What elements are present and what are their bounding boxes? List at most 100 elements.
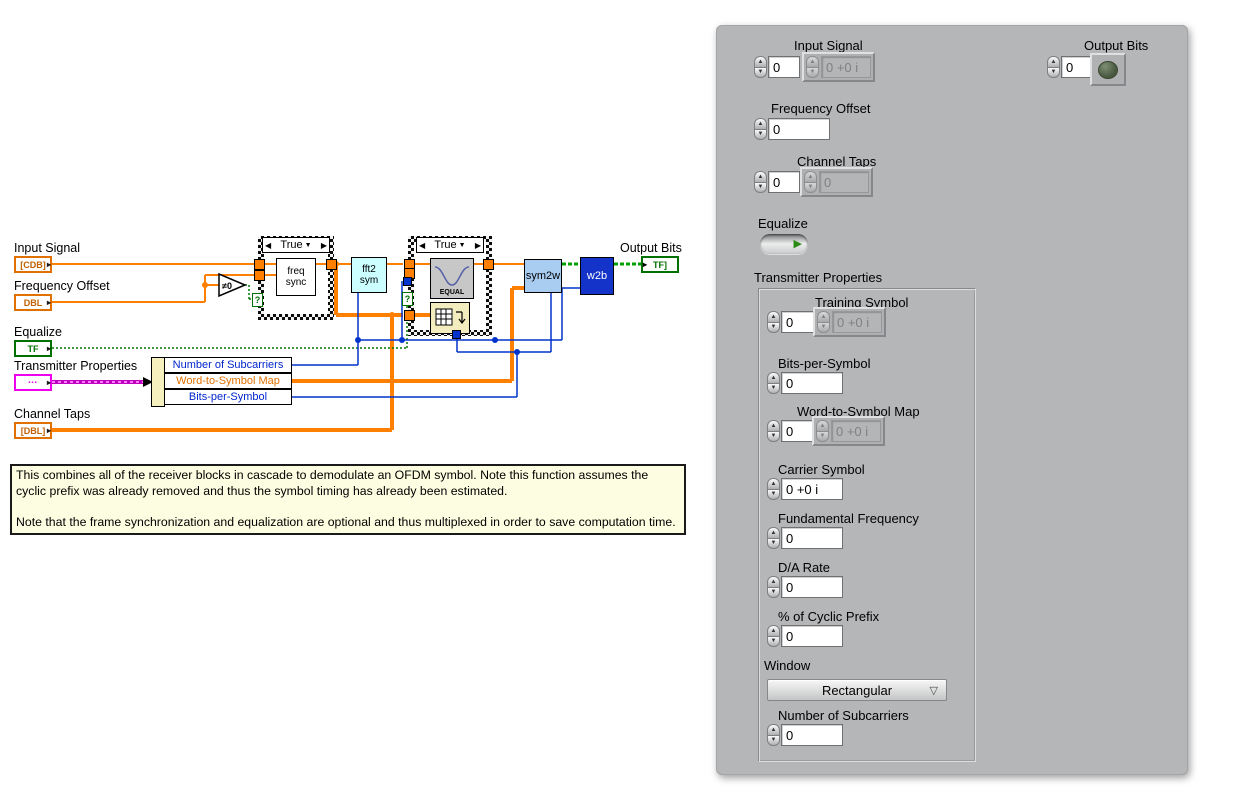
case-equalize-selector[interactable]: ◀ True ▼ ▶: [416, 237, 484, 253]
tunnel-case2-bottom: [452, 330, 461, 339]
training-symbol-index-control[interactable]: ▲▼ 0: [767, 311, 817, 333]
channel-taps-terminal[interactable]: [DBL] ▸: [14, 422, 52, 439]
freq-sync-block[interactable]: freq sync: [276, 258, 316, 296]
increment-icon[interactable]: ▲: [767, 724, 780, 736]
decrement-icon[interactable]: ▼: [754, 67, 767, 78]
bits-per-symbol-control[interactable]: ▲▼ 0: [767, 372, 843, 394]
fundamental-frequency-value[interactable]: 0: [781, 527, 843, 549]
fft2-sym-block[interactable]: fft2 sym: [351, 257, 387, 293]
numeric-spinner[interactable]: ▲▼: [767, 372, 780, 394]
word-to-symbol-map-index-value[interactable]: 0: [781, 420, 813, 442]
orange-scalar-wires: [52, 263, 524, 303]
frequency-offset-control[interactable]: ▲▼ 0: [754, 118, 830, 140]
unbundle-node[interactable]: [151, 357, 165, 407]
frequency-offset-terminal[interactable]: DBL ▸: [14, 294, 52, 311]
carrier-symbol-control[interactable]: ▲▼ 0 +0 i: [767, 478, 843, 500]
increment-icon[interactable]: ▲: [767, 311, 780, 323]
numeric-spinner[interactable]: ▲▼: [754, 118, 767, 140]
carrier-symbol-value[interactable]: 0 +0 i: [781, 478, 843, 500]
cyclic-prefix-value[interactable]: 0: [781, 625, 843, 647]
numeric-spinner[interactable]: ▲▼: [767, 724, 780, 746]
decrement-icon[interactable]: ▼: [767, 735, 780, 746]
decrement-icon[interactable]: ▼: [767, 538, 780, 549]
decrement-icon[interactable]: ▼: [754, 182, 767, 193]
fundamental-frequency-control[interactable]: ▲▼ 0: [767, 527, 843, 549]
case-next-icon[interactable]: ▶: [320, 240, 327, 250]
numeric-spinner[interactable]: ▲▼: [754, 171, 767, 193]
unbundle-field-number-of-subcarriers[interactable]: Number of Subcarriers: [164, 357, 292, 373]
input-signal-terminal[interactable]: [CDB] ▸: [14, 256, 52, 273]
decrement-icon[interactable]: ▼: [767, 489, 780, 500]
decrement-icon[interactable]: ▼: [767, 636, 780, 647]
number-of-subcarriers-value[interactable]: 0: [781, 724, 843, 746]
w2b-block[interactable]: w2b: [580, 257, 614, 295]
numeric-spinner[interactable]: ▲▼: [754, 56, 767, 78]
transmitter-properties-cluster: [758, 288, 976, 762]
decrement-icon[interactable]: ▼: [767, 587, 780, 598]
toggle-arrow-icon: ▶: [793, 237, 802, 250]
channel-taps-index-control[interactable]: ▲▼ 0: [754, 171, 800, 193]
equalizer-block[interactable]: EQUAL: [430, 258, 474, 299]
window-dropdown[interactable]: Rectangular ▽: [767, 679, 947, 701]
case-prev-icon[interactable]: ◀: [419, 240, 426, 250]
numeric-spinner[interactable]: ▲▼: [767, 576, 780, 598]
numeric-spinner[interactable]: ▲▼: [767, 527, 780, 549]
cyclic-prefix-control[interactable]: ▲▼ 0: [767, 625, 843, 647]
numeric-spinner[interactable]: ▲▼: [767, 311, 780, 333]
transmitter-properties-label: Transmitter Properties: [14, 359, 138, 373]
output-bits-index-value[interactable]: 0: [1061, 56, 1093, 78]
da-rate-control[interactable]: ▲▼ 0: [767, 576, 843, 598]
numeric-spinner-disabled: ▲▼: [816, 420, 829, 442]
unbundle-field-word-to-symbol-map[interactable]: Word-to-Symbol Map: [164, 373, 292, 389]
output-bits-terminal[interactable]: ▸ TF]: [641, 256, 679, 273]
decrement-icon[interactable]: ▼: [767, 322, 780, 333]
numeric-spinner[interactable]: ▲▼: [1047, 56, 1060, 78]
numeric-spinner[interactable]: ▲▼: [767, 420, 780, 442]
frequency-offset-value[interactable]: 0: [768, 118, 830, 140]
bits-per-symbol-value[interactable]: 0: [781, 372, 843, 394]
transmitter-properties-terminal[interactable]: ▪▪▪ ▸: [14, 374, 52, 391]
training-symbol-element-value: 0 +0 i: [832, 311, 882, 333]
increment-icon[interactable]: ▲: [754, 118, 767, 130]
increment-icon[interactable]: ▲: [767, 527, 780, 539]
input-signal-index-control[interactable]: ▲▼ 0: [754, 56, 800, 78]
case-dropdown-icon[interactable]: ▼: [304, 241, 312, 249]
increment-icon[interactable]: ▲: [754, 56, 767, 68]
numeric-spinner[interactable]: ▲▼: [767, 478, 780, 500]
increment-icon[interactable]: ▲: [767, 625, 780, 637]
equalize-label: Equalize: [758, 216, 808, 231]
dropdown-arrow-icon[interactable]: ▽: [929, 684, 938, 697]
equalize-terminal[interactable]: TF ▸: [14, 340, 52, 357]
array-subset-block[interactable]: [430, 302, 470, 334]
number-of-subcarriers-control[interactable]: ▲▼ 0: [767, 724, 843, 746]
decrement-icon: ▼: [816, 431, 829, 442]
channel-taps-index-value[interactable]: 0: [768, 171, 800, 193]
increment-icon[interactable]: ▲: [1047, 56, 1060, 68]
word-to-symbol-map-index-control[interactable]: ▲▼ 0: [767, 420, 813, 442]
output-bits-index-control[interactable]: ▲▼ 0: [1047, 56, 1093, 78]
training-symbol-index-value[interactable]: 0: [781, 311, 817, 333]
decrement-icon[interactable]: ▼: [1047, 67, 1060, 78]
case2-selector-tunnel: ?: [402, 292, 413, 306]
increment-icon[interactable]: ▲: [767, 372, 780, 384]
case-prev-icon[interactable]: ◀: [265, 240, 272, 250]
da-rate-value[interactable]: 0: [781, 576, 843, 598]
case-frame-sync-selector[interactable]: ◀ True ▼ ▶: [262, 237, 330, 253]
decrement-icon[interactable]: ▼: [754, 129, 767, 140]
decrement-icon[interactable]: ▼: [767, 431, 780, 442]
equalize-toggle[interactable]: ▶: [760, 234, 808, 254]
increment-icon[interactable]: ▲: [767, 420, 780, 432]
unbundle-field-bits-per-symbol[interactable]: Bits-per-Symbol: [164, 389, 292, 405]
case-next-icon[interactable]: ▶: [474, 240, 481, 250]
blue-junction-dots: [355, 337, 520, 355]
sym2w-block[interactable]: sym2w: [524, 259, 562, 293]
increment-icon[interactable]: ▲: [767, 478, 780, 490]
input-signal-index-value[interactable]: 0: [768, 56, 800, 78]
case1-selector-tunnel: ?: [252, 293, 263, 307]
numeric-spinner[interactable]: ▲▼: [767, 625, 780, 647]
decrement-icon[interactable]: ▼: [767, 383, 780, 394]
increment-icon[interactable]: ▲: [754, 171, 767, 183]
numeric-spinner-disabled: ▲▼: [804, 171, 817, 193]
increment-icon[interactable]: ▲: [767, 576, 780, 588]
case-dropdown-icon[interactable]: ▼: [458, 241, 466, 249]
